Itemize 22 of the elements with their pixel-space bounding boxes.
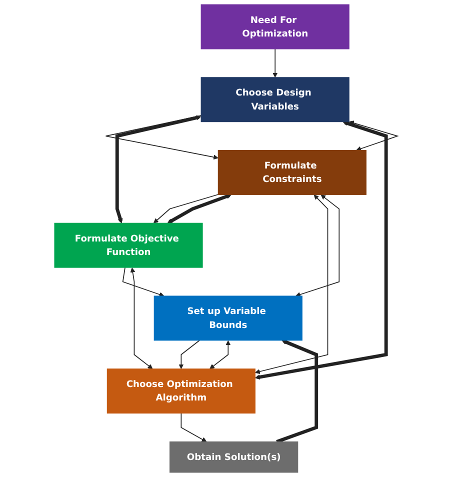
arrow [130, 268, 153, 370]
arrow [167, 194, 232, 224]
arrow [254, 194, 328, 374]
node-box: Choose Optimization Algorithm [106, 368, 256, 414]
arrow [254, 120, 388, 380]
arrow [105, 115, 218, 160]
arrow [180, 412, 207, 442]
arrow [210, 340, 231, 370]
arrow [272, 48, 278, 78]
node-box: Need For Optimization [200, 4, 350, 50]
node-box: Formulate Constraints [218, 150, 366, 195]
arrow [276, 340, 318, 444]
arrow [349, 120, 399, 152]
arrow [178, 340, 200, 370]
arrow [296, 194, 340, 297]
node-box: Set up Variable Bounds [154, 296, 302, 341]
arrow [115, 115, 202, 224]
node-box: Formulate Objective Function [54, 222, 203, 268]
arrow [122, 267, 164, 297]
node-box: Choose Design Variables [200, 77, 350, 122]
arrow [153, 194, 219, 224]
node-box: Obtain Solution(s) [170, 441, 298, 473]
